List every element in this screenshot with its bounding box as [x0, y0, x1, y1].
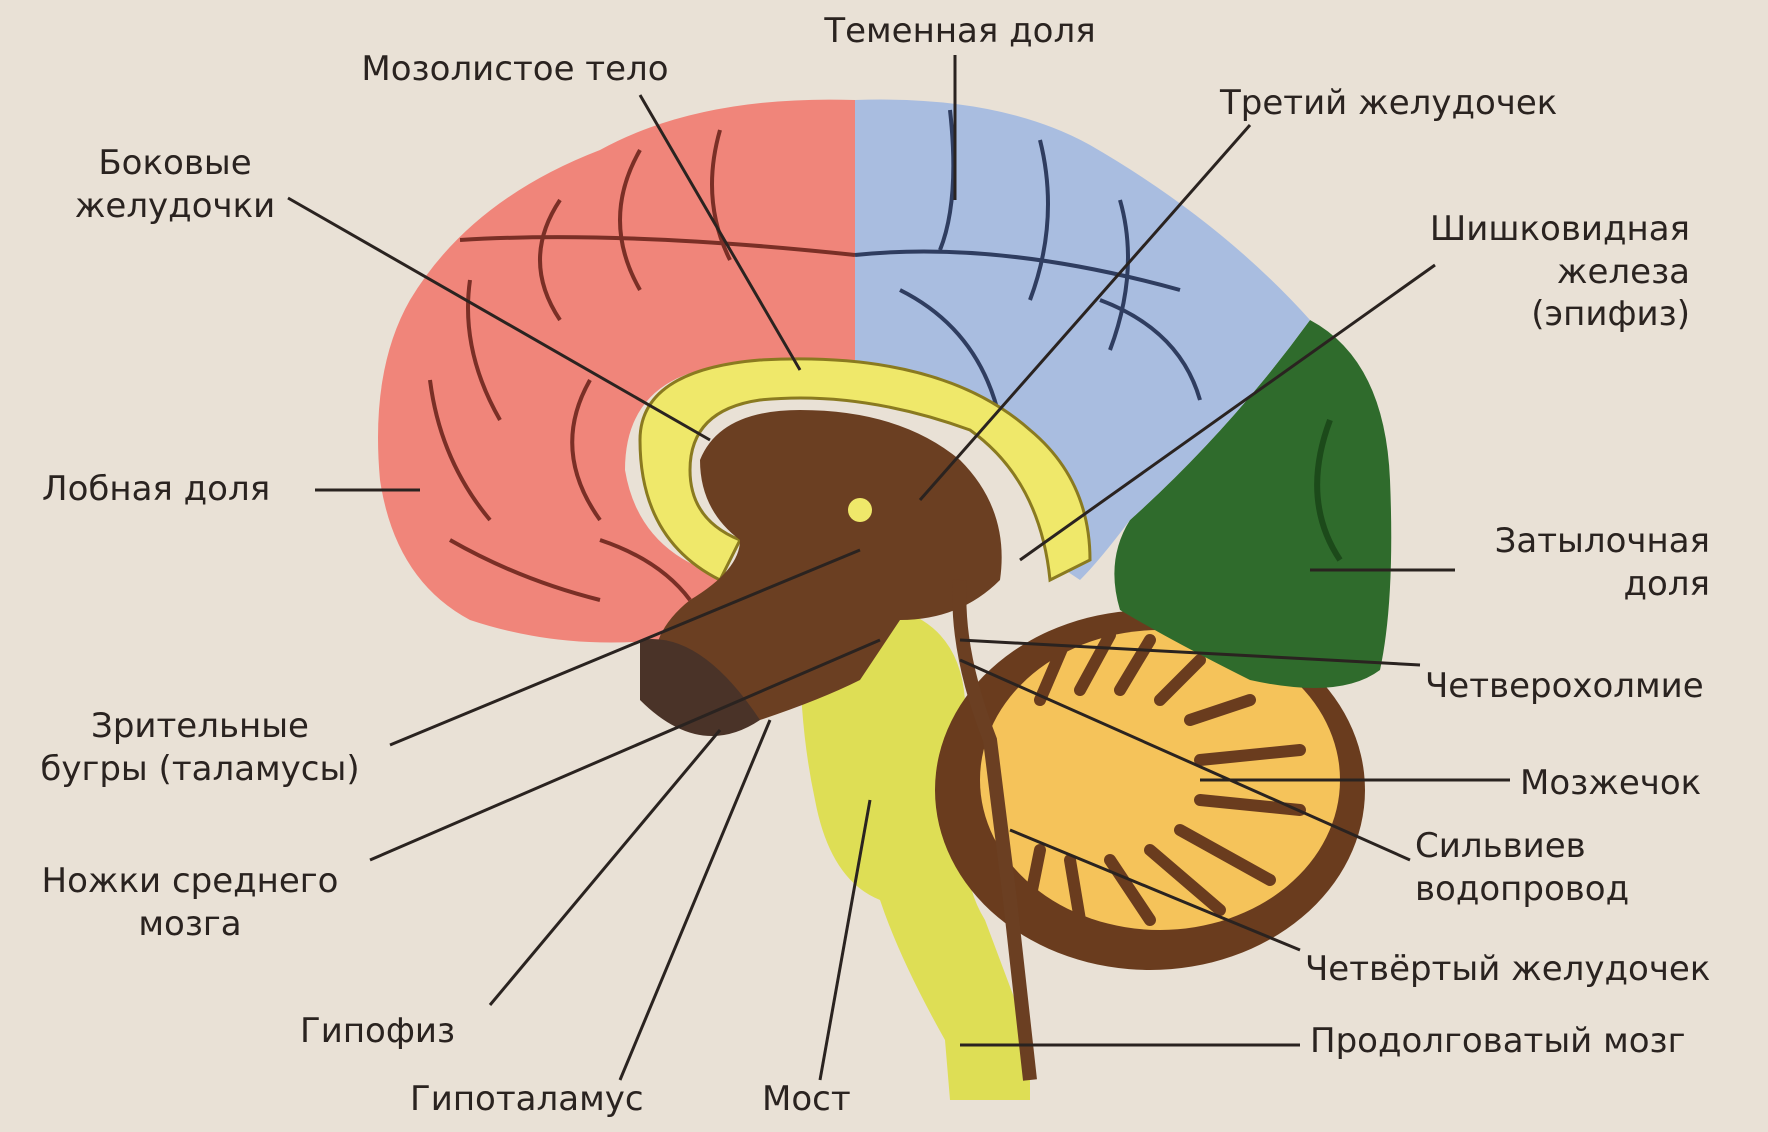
label-thalamus: Зрительные бугры (таламусы) [10, 705, 390, 790]
label-sylvian-aqueduct: Сильвиев водопровод [1415, 825, 1629, 910]
label-lateral-ventricles: Боковые желудочки [60, 142, 290, 227]
label-occipital-lobe: Затылочная доля [1420, 520, 1710, 605]
label-thalamus-line1: Зрительные [91, 706, 309, 746]
label-pituitary: Гипофиз [300, 1010, 455, 1053]
label-hypothalamus: Гипоталамус [410, 1078, 644, 1121]
label-pineal-gland: Шишковидная железа (эпифиз) [1380, 208, 1690, 336]
label-quadrigemina: Четверохолмие [1425, 665, 1704, 708]
label-cerebral-peduncles: Ножки среднего мозга [10, 860, 370, 945]
label-occipital-line2: доля [1624, 564, 1711, 604]
label-thalamus-line2: бугры (таламусы) [40, 749, 359, 789]
label-lateral-ventricles-line1: Боковые [98, 143, 251, 183]
label-cerebellum: Мозжечок [1520, 762, 1701, 805]
label-occipital-line1: Затылочная [1495, 521, 1710, 561]
label-frontal-lobe: Лобная доля [42, 468, 270, 511]
label-aqueduct-line1: Сильвиев [1415, 826, 1586, 866]
label-parietal-lobe: Теменная доля [800, 10, 1120, 53]
label-pineal-line1: Шишковидная [1430, 209, 1690, 249]
label-pineal-line2: железа [1557, 252, 1690, 292]
label-peduncles-line1: Ножки среднего [42, 861, 339, 901]
label-aqueduct-line2: водопровод [1415, 869, 1629, 909]
label-peduncles-line2: мозга [138, 904, 241, 944]
label-medulla: Продолговатый мозг [1310, 1020, 1685, 1063]
label-third-ventricle: Третий желудочек [1220, 82, 1557, 125]
label-corpus-callosum: Мозолистое тело [345, 48, 685, 91]
label-lateral-ventricles-line2: желудочки [75, 186, 275, 226]
label-pons: Мост [762, 1078, 851, 1121]
label-fourth-ventricle: Четвёртый желудочек [1305, 948, 1710, 991]
label-pineal-line3: (эпифиз) [1531, 294, 1690, 334]
